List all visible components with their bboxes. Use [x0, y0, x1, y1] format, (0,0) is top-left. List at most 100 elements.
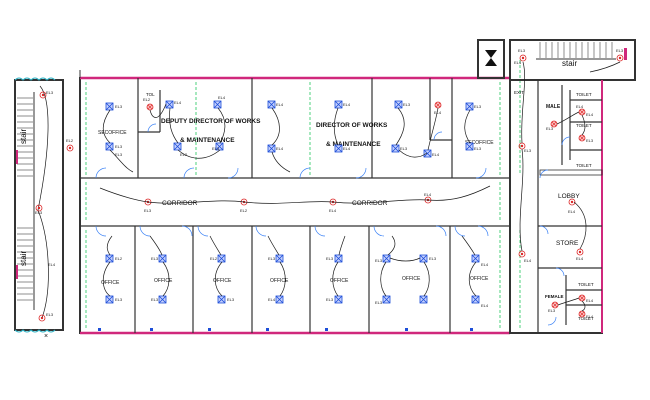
tag-r-9: EL4: [524, 258, 532, 263]
tag-bot-14: EL4: [481, 262, 489, 267]
fan-fixture-icon: [334, 100, 343, 109]
office-label-2: OFFICE: [154, 278, 173, 284]
void-box: [477, 39, 505, 79]
tag-top-10: EL4: [434, 110, 442, 115]
office-label-1: OFFICE: [101, 280, 120, 286]
left-exit-cross: ×: [44, 333, 48, 340]
tag-bot-6: EL3: [227, 297, 235, 302]
tag-top-7: EL3: [403, 102, 411, 107]
tag-bot-4: EL3: [151, 297, 159, 302]
tag-bot-1: EL2: [115, 256, 123, 261]
left-stair-wire: [37, 85, 49, 319]
top-fixtures: [105, 100, 474, 158]
tag-bot-12: EL3: [429, 256, 437, 261]
tag-r-4: EL4: [576, 104, 584, 109]
toilet-label-4: TOILET: [578, 282, 594, 287]
tag-r-2: EL3: [616, 48, 624, 53]
left-stair-block: stair stair EL3 EL2 EL3 EL4 EL3 ×: [14, 77, 74, 340]
tag-r-8: EL4: [576, 256, 584, 261]
director-title-2: & MAINTENANCE: [326, 141, 381, 148]
director-title-1: DIRECTOR OF WORKS: [316, 122, 388, 129]
exhaust-icon: [550, 120, 558, 128]
tag-bot-8: EL4: [268, 297, 276, 302]
fan-fixture-icon: [173, 142, 182, 151]
left-stair-window-bottom: [14, 329, 56, 333]
tol-label: TOL: [146, 92, 155, 97]
sec-office-right-label: SECOFFICE: [465, 140, 494, 146]
tag-r-5: EL3: [586, 138, 594, 143]
tag-mid-3: EL3: [212, 146, 220, 151]
fan-fixture-icon: [334, 295, 343, 304]
fan-fixture-icon: [275, 254, 284, 263]
tag-cor-1: EL3: [144, 208, 152, 213]
fan-fixture-icon: [465, 102, 474, 111]
tag-cor-2: EL2: [240, 208, 248, 213]
main-outline: [79, 77, 511, 334]
tag-top-5: EL4: [276, 102, 284, 107]
exhaust-icon: [578, 294, 586, 302]
office-label-3: OFFICE: [213, 278, 232, 284]
tag-r-14: EL4: [586, 112, 594, 117]
fan-fixture-icon: [465, 142, 474, 151]
left-stair-light-3: [38, 314, 46, 322]
tag-cor-3: EL4: [329, 208, 337, 213]
fan-fixture-icon: [105, 295, 114, 304]
tag-mid-8: EL3: [474, 146, 482, 151]
bottom-wall-markers: [98, 328, 473, 331]
top-doors: [95, 123, 487, 179]
tag-mid-7: EL4: [432, 152, 440, 157]
fan-fixture-icon: [105, 142, 114, 151]
left-stair-light-2: [35, 204, 43, 212]
tag-l-5: EL3: [46, 312, 54, 317]
toilet-label-3: TOILET: [576, 163, 592, 168]
tag-top-1: EL3: [115, 104, 123, 109]
fan-fixture-icon: [158, 254, 167, 263]
tag-cor-4: EL4: [424, 192, 432, 197]
exhaust-icon: [578, 108, 586, 116]
fan-fixture-icon: [394, 100, 403, 109]
left-stair-light-1: [39, 91, 47, 99]
bottom-fixtures: [105, 254, 480, 304]
fan-fixture-icon: [267, 144, 276, 153]
lobby-label: LOBBY: [558, 193, 580, 200]
tag-bot-7: EL3: [268, 256, 276, 261]
corridor-wire: [99, 185, 491, 204]
tag-l-4: EL4: [48, 262, 56, 267]
toilet-label-2: TOILET: [576, 123, 592, 128]
fan-fixture-icon: [334, 254, 343, 263]
exhaust-icon: [578, 310, 586, 318]
tag-top-8: EL2: [143, 97, 151, 102]
left-stair-strip-2: [16, 265, 18, 279]
void-hourglass-icon: [485, 50, 497, 66]
fan-fixture-icon: [423, 149, 432, 158]
fan-fixture-icon: [217, 295, 226, 304]
right-wing: stair EXIT MALE TOILET TOILET TOILET LOB…: [477, 39, 636, 334]
deputy-director-title-2: & MAINTENANCE: [180, 137, 235, 144]
deputy-director-title-1: DEPUTY DIRECTOR OF WORKS: [161, 118, 261, 125]
store-label: STORE: [556, 240, 579, 247]
tag-r-7: EL4: [568, 209, 576, 214]
sec-office-left-label: SECOFFICE: [98, 130, 127, 136]
left-stair-window-top: [14, 77, 56, 81]
tag-bot-11: EL3: [375, 258, 383, 263]
tag-mid-1: EL3: [115, 152, 123, 157]
fan-fixture-icon: [334, 144, 343, 153]
light-point-icon: [519, 54, 527, 62]
tag-bot-10: EL3: [326, 297, 334, 302]
office-label-5: OFFICE: [330, 278, 349, 284]
tag-mid-4: EL4: [276, 146, 284, 151]
tag-l-3: EL3: [35, 210, 43, 215]
exit-label: EXIT: [514, 90, 524, 95]
left-stair-lower-treads: [17, 227, 33, 301]
tag-bot-5: EL2: [210, 256, 218, 261]
light-point-icon: [518, 250, 526, 258]
toilet-label-5: TOILET: [578, 316, 594, 321]
tag-mid-5: EL4: [343, 146, 351, 151]
light-point-icon: [616, 54, 624, 62]
fan-fixture-icon: [382, 254, 391, 263]
bottom-room-walls: [134, 226, 451, 333]
exhaust-icon: [434, 101, 442, 109]
tag-top-6: EL4: [343, 102, 351, 107]
stair-label-left-bottom: stair: [19, 251, 28, 266]
